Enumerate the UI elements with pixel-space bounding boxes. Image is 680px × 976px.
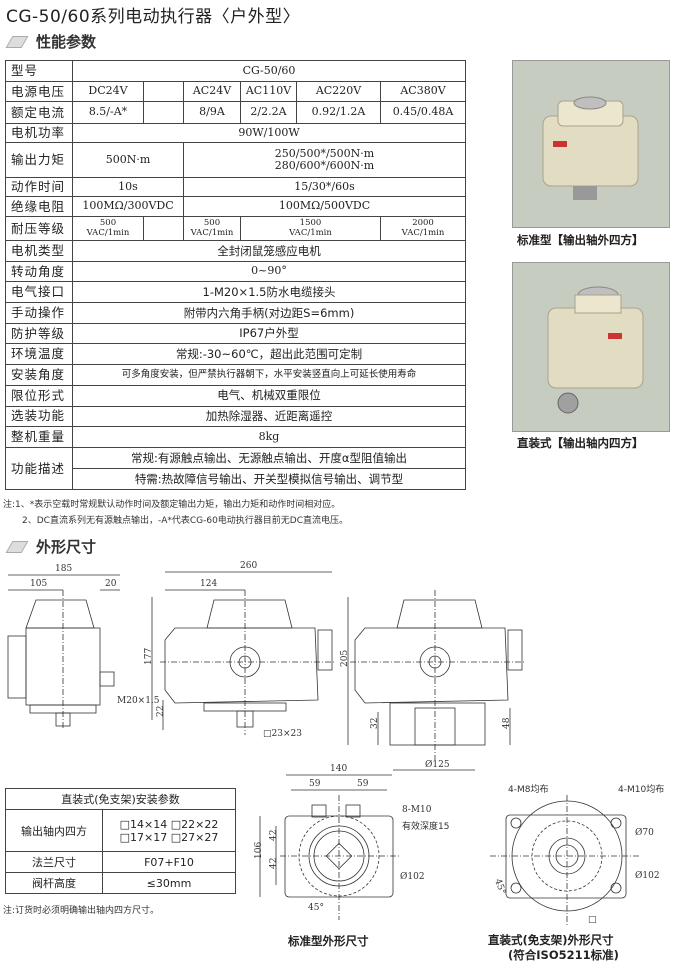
label-motor: 电机类型 bbox=[5, 240, 73, 262]
dim-thread: M20×1.5 bbox=[117, 696, 160, 706]
current-cell: 8/9A bbox=[183, 101, 241, 124]
dim-125: Ø125 bbox=[425, 759, 450, 770]
dim-48: 48 bbox=[502, 717, 512, 729]
label-function: 功能描述 bbox=[5, 446, 73, 490]
actuator-image bbox=[547, 286, 644, 414]
install-params-table: 直装式(免支架)安装参数 输出轴内四方 □14×14 □22×22□17×17 … bbox=[5, 788, 236, 894]
value-function: 特需:热故障信号输出、开关型模拟信号输出、调节型 bbox=[71, 467, 467, 490]
note-1: 注:1、*表示空载时常规默认动作时间及额定输出力矩，输出力矩和动作时间相对应。 bbox=[3, 500, 341, 510]
product-photo-direct bbox=[512, 262, 670, 432]
value-motor: 全封闭鼠笼感应电机 bbox=[71, 240, 467, 262]
caption-direct-dimensions: 直装式(免支架)外形尺寸 bbox=[488, 933, 614, 947]
front-view-drawing bbox=[151, 571, 335, 735]
value-manual: 附带内六角手柄(对边距S=6mm) bbox=[71, 302, 467, 324]
dim-59: 59 bbox=[357, 779, 369, 789]
label-weight: 整机重量 bbox=[5, 426, 73, 448]
dim-22: 22 bbox=[156, 706, 166, 717]
section-dimensions-heading: 外形尺寸 bbox=[36, 538, 97, 556]
section-performance-heading: 性能参数 bbox=[36, 33, 97, 51]
actuator-image bbox=[542, 96, 639, 200]
dim-depth: 有效深度15 bbox=[402, 820, 449, 832]
label-limit: 限位形式 bbox=[5, 384, 73, 407]
photo-caption-direct: 直装式【输出轴内四方】 bbox=[517, 436, 644, 450]
dim-42: 42 bbox=[269, 830, 279, 841]
shaft-line: □17×17 □27×27 bbox=[119, 830, 219, 844]
install-note: 注:订货时必须明确输出轴内四方尺寸。 bbox=[3, 906, 160, 916]
label-power: 电机功率 bbox=[5, 123, 73, 143]
value-temperature: 常规:-30~60℃，超出此范围可定制 bbox=[71, 343, 467, 366]
label-shaft: 输出轴内四方 bbox=[5, 809, 103, 852]
install-title: 直装式(免支架)安装参数 bbox=[5, 788, 236, 810]
withstand-cell: 1500 VAC/1min bbox=[240, 216, 381, 241]
value-options: 加热除湿器、近距离遥控 bbox=[71, 405, 467, 428]
withstand-cell: 2000 VAC/1min bbox=[379, 216, 467, 241]
withstand-cell: 500 VAC/1min bbox=[183, 216, 241, 241]
note-2: 2、DC直流系列无有源触点输出，-A*代表CG-60电动执行器目前无DC直流电压… bbox=[22, 516, 349, 526]
current-cell: 0.45/0.48A bbox=[379, 101, 467, 124]
dim-102: Ø102 bbox=[400, 871, 425, 882]
dim-42: 42 bbox=[269, 858, 279, 869]
label-withstand: 耐压等级 bbox=[5, 216, 73, 241]
dim-angle: 45° bbox=[492, 878, 507, 896]
value-torque-dc: 500N·m bbox=[72, 142, 184, 178]
value-flange: F07+F10 bbox=[102, 851, 236, 873]
caption-standard-dimensions: 标准型外形尺寸 bbox=[288, 934, 369, 948]
voltage-cell: AC24V bbox=[183, 81, 241, 102]
photo-caption-standard: 标准型【输出轴外四方】 bbox=[517, 233, 644, 247]
dim-260: 260 bbox=[240, 561, 257, 571]
caption-iso-standard: (符合ISO5211标准) bbox=[508, 948, 619, 962]
value-stem: ≤30mm bbox=[102, 872, 236, 894]
label-torque: 输出力矩 bbox=[5, 142, 73, 178]
value-time-dc: 10s bbox=[72, 177, 184, 197]
dim-square-23: □23×23 bbox=[263, 729, 302, 739]
shaft-line: □14×14 □22×22 bbox=[119, 817, 219, 831]
label-flange: 法兰尺寸 bbox=[5, 851, 103, 873]
dim-59: 59 bbox=[309, 779, 321, 789]
side-view-drawing bbox=[7, 574, 120, 730]
value-shaft: □14×14 □22×22□17×17 □27×27 bbox=[102, 809, 236, 852]
value-insulation-ac: 100MΩ/500VDC bbox=[182, 196, 467, 217]
dim-32: 32 bbox=[370, 718, 380, 729]
dim-20: 20 bbox=[105, 579, 117, 589]
direct-bottom-drawing bbox=[490, 795, 640, 925]
label-stem: 阀杆高度 bbox=[5, 872, 103, 894]
standard-bottom-drawing bbox=[259, 774, 400, 920]
dim-square: □ bbox=[588, 915, 597, 925]
dim-angle: 45° bbox=[308, 903, 324, 913]
dim-106: 106 bbox=[254, 842, 264, 859]
dim-177: 177 bbox=[144, 648, 154, 665]
label-mount: 安装角度 bbox=[5, 364, 73, 386]
page-title: CG-50/60系列电动执行器〈户外型〉 bbox=[6, 7, 301, 27]
dim-bolt: 8-M10 bbox=[402, 805, 432, 815]
voltage-cell: AC380V bbox=[379, 81, 467, 102]
value-power: 90W/100W bbox=[71, 123, 467, 143]
dim-m10: 4-M10均布 bbox=[618, 783, 664, 795]
dim-102: Ø102 bbox=[635, 870, 660, 881]
torque-ac-line: 280/600*/600N·m bbox=[274, 159, 375, 172]
product-photo-standard bbox=[512, 60, 670, 228]
value-function: 常规:有源触点输出、无源触点输出、开度α型阻值输出 bbox=[71, 446, 467, 469]
torque-ac-line: 250/500*/500N·m bbox=[274, 146, 375, 160]
voltage-cell: AC220V bbox=[296, 81, 381, 102]
label-current: 额定电流 bbox=[5, 101, 73, 124]
direct-view-drawing bbox=[347, 590, 525, 771]
dim-140: 140 bbox=[330, 764, 347, 774]
label-options: 选装功能 bbox=[5, 405, 73, 428]
dim-70: Ø70 bbox=[635, 827, 654, 838]
dim-205: 205 bbox=[340, 650, 350, 667]
dim-124: 124 bbox=[200, 579, 217, 589]
dim-105: 105 bbox=[30, 579, 47, 589]
dim-185: 185 bbox=[55, 564, 72, 574]
dim-m8: 4-M8均布 bbox=[508, 783, 548, 795]
withstand-cell: 500 VAC/1min bbox=[72, 216, 144, 241]
